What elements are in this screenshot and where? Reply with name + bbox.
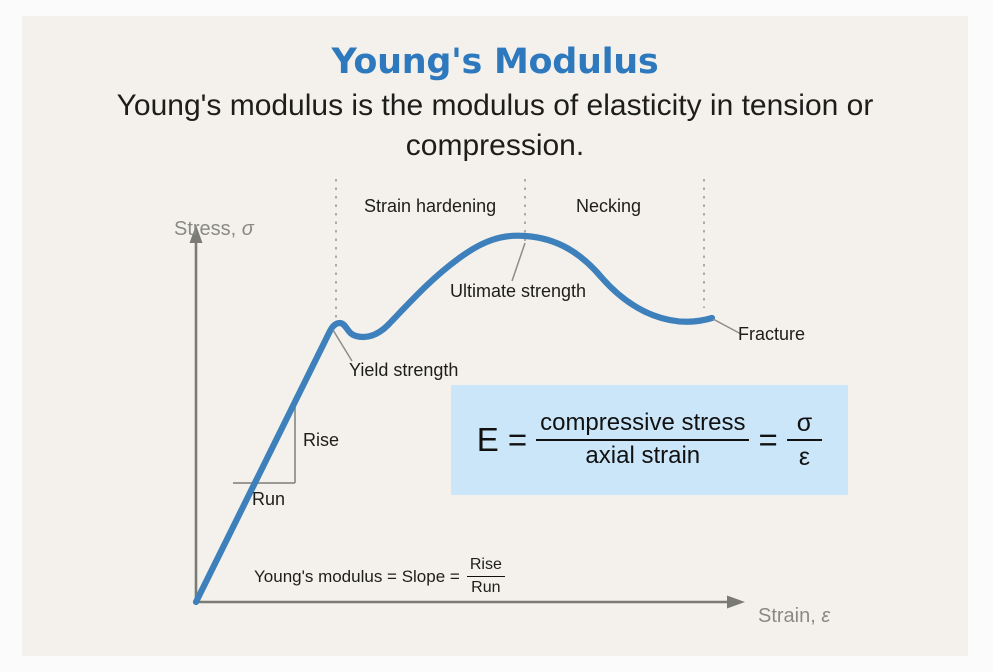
x-axis-label-text: Strain, xyxy=(758,605,822,627)
x-axis xyxy=(196,595,745,609)
chart-svg xyxy=(189,179,745,609)
equation-lhs: E xyxy=(476,421,499,458)
young-modulus-equation-box: E = compressive stress axial strain = σ … xyxy=(451,385,848,495)
region-divider-lines xyxy=(335,179,705,331)
equation-numerator-2: σ xyxy=(796,409,813,437)
leader-ultimate xyxy=(511,242,526,282)
region-label-strain-hardening: Strain hardening xyxy=(364,196,497,216)
y-axis-label-symbol: σ xyxy=(241,218,254,240)
page-title: Young's Modulus xyxy=(331,42,659,82)
y-axis-label-text: Stress, xyxy=(174,218,242,240)
y-axis xyxy=(189,225,203,602)
slope-rise-label: Rise xyxy=(303,430,340,450)
annotation-fracture: Fracture xyxy=(738,324,806,344)
equation-fraction-bar-2 xyxy=(786,439,823,441)
equation-denominator-2: ε xyxy=(798,443,811,471)
stress-strain-figure: Stress, σ Strain, ε Strain hardening Nec… xyxy=(22,16,968,656)
equation-denominator-1: axial strain xyxy=(585,442,701,469)
slope-run-label: Run xyxy=(252,489,286,509)
content-card: Young's Modulus Young's modulus is the m… xyxy=(22,16,968,656)
slope-equation-numerator: Rise xyxy=(469,556,502,573)
annotation-ultimate-strength: Ultimate strength xyxy=(450,281,587,301)
slope-triangle xyxy=(233,403,296,484)
page-subtitle: Young's modulus is the modulus of elasti… xyxy=(116,89,874,162)
leader-fracture xyxy=(712,318,742,335)
leader-yield xyxy=(332,329,353,362)
equation-numerator-1: compressive stress xyxy=(540,409,746,437)
region-label-necking: Necking xyxy=(576,196,642,216)
equation-equals-2: = xyxy=(758,421,778,458)
y-axis-label: Stress, σ xyxy=(174,218,254,241)
x-axis-label: Strain, ε xyxy=(758,605,830,628)
slope-equation-fraction-bar xyxy=(466,575,505,578)
annotation-leader-lines xyxy=(332,242,742,362)
x-axis-label-symbol: ε xyxy=(821,605,831,627)
equation-fraction-bar-1 xyxy=(536,439,750,441)
equation-fraction-1: compressive stress axial strain xyxy=(536,409,750,470)
slope-equation: Young's modulus = Slope = Rise Run xyxy=(254,556,505,597)
equation-row: E = compressive stress axial strain = σ … xyxy=(451,385,848,495)
equation-equals-1: = xyxy=(507,421,528,458)
slope-equation-denominator: Run xyxy=(471,579,501,597)
stress-strain-curve xyxy=(192,232,716,606)
slope-equation-fraction: Rise Run xyxy=(466,556,505,597)
slope-equation-text: Young's modulus = Slope = xyxy=(254,566,460,586)
annotation-yield-strength: Yield strength xyxy=(349,360,459,380)
equation-fraction-2: σ ε xyxy=(786,409,823,471)
